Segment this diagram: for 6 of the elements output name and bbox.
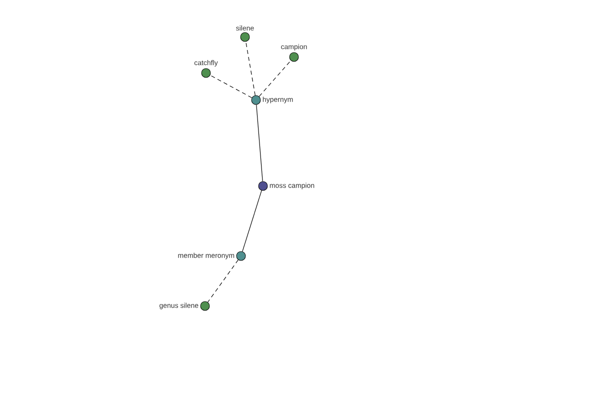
line: [256, 104, 263, 182]
line: [242, 190, 262, 252]
dashed-line: [210, 74, 252, 98]
dashed-line: [246, 41, 256, 96]
dashed-line: [207, 260, 239, 302]
dashed-line: [258, 60, 292, 97]
